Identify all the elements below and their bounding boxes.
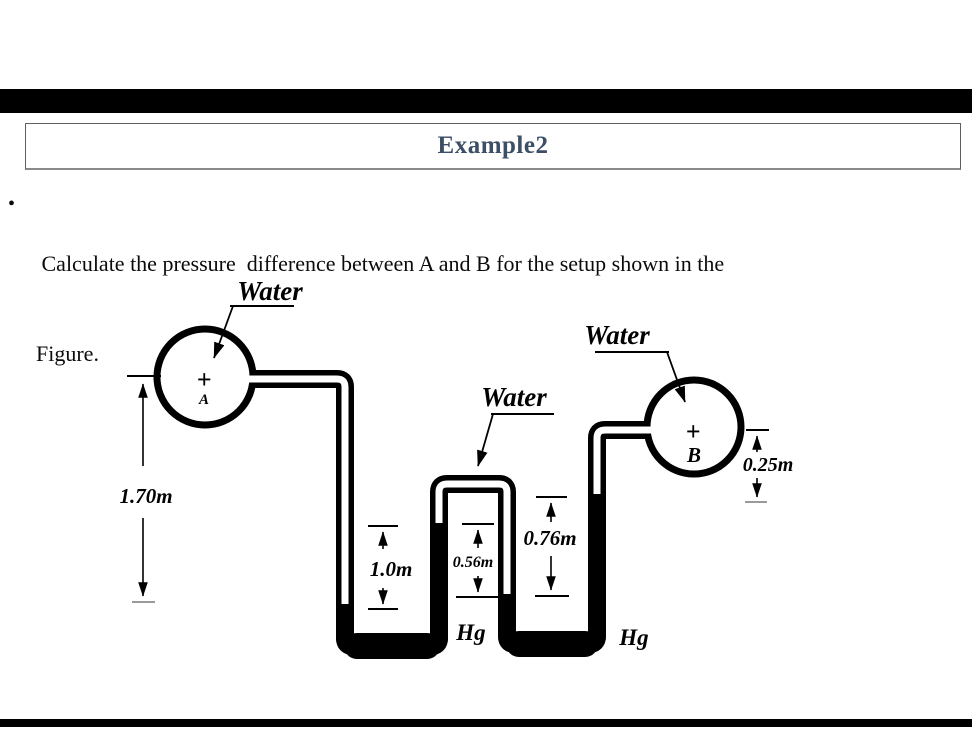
dimension-0-56m-label: 0.56m <box>453 554 493 571</box>
point-a-marker: + <box>197 365 212 394</box>
hg-label-left: Hg <box>455 620 485 645</box>
point-b-label: B <box>686 443 701 467</box>
bullet-paragraph: • Calculate the pressure difference betw… <box>5 189 925 429</box>
point-a-label: A <box>198 392 209 408</box>
hg-label-right: Hg <box>618 625 648 650</box>
dimension-1-0m <box>368 525 398 610</box>
point-b-marker: + <box>686 417 701 446</box>
dimension-0-56m <box>456 523 501 598</box>
bottom-divider-bar <box>0 719 972 727</box>
water-label-mid: Water <box>481 382 547 412</box>
title-box: Example2 <box>25 123 961 170</box>
bullet-text-line-1: Calculate the pressure difference betwee… <box>36 251 725 276</box>
bullet-marker: • <box>8 193 16 215</box>
water-label-mid-leader-arrow <box>477 413 494 467</box>
water-label-a: Water <box>237 276 303 306</box>
dimension-0-25m <box>745 429 769 503</box>
top-divider-bar <box>0 89 972 113</box>
mercury-left-utube <box>336 523 448 655</box>
dimension-1-70m-label: 1.70m <box>119 484 172 508</box>
water-label-a-leader-arrow <box>213 305 234 359</box>
bullet-text: Calculate the pressure difference betwee… <box>36 189 724 429</box>
water-label-b: Water <box>584 320 650 350</box>
mercury-right-utube <box>498 494 606 653</box>
water-label-b-leader-arrow <box>666 351 686 403</box>
page-title: Example2 <box>437 132 549 159</box>
dimension-0-25m-label: 0.25m <box>743 454 794 476</box>
dimension-0-76m <box>535 496 569 597</box>
bullet-text-line-2: Figure. <box>36 341 99 366</box>
dimension-0-76m-label: 0.76m <box>523 526 576 550</box>
dimension-1-70m <box>127 375 161 603</box>
dimension-1-0m-label: 1.0m <box>370 557 413 581</box>
